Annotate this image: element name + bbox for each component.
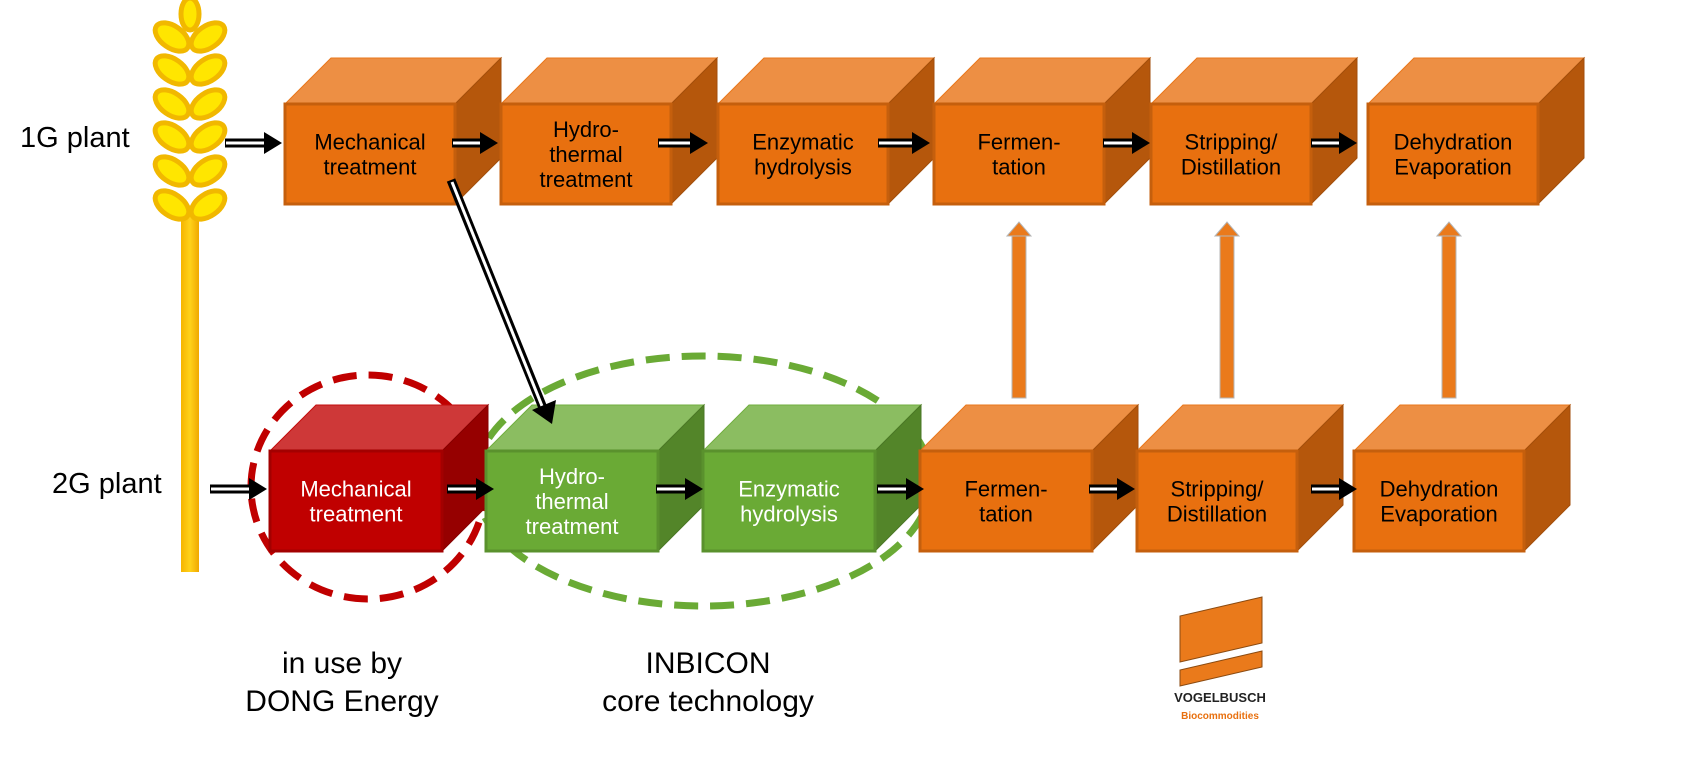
box-front-face	[484, 449, 660, 553]
flow-arrow	[210, 478, 267, 500]
wheat-kernel	[152, 53, 192, 87]
flow-arrow	[1089, 478, 1135, 500]
row-label-2g: 2G plant	[52, 468, 162, 500]
first-gen-step-3-label-line: hydrolysis	[754, 155, 852, 180]
flow-arrow	[877, 478, 924, 500]
second-gen-step-2-label-line: treatment	[526, 514, 619, 539]
second-gen-step-2-label-line: thermal	[535, 489, 608, 514]
second-gen-step-5-label-line: Distillation	[1167, 502, 1267, 527]
dong-note-line1: in use by	[282, 647, 402, 680]
box-front-face	[918, 449, 1094, 553]
row-label-1g: 1G plant	[20, 122, 130, 154]
first-gen-step-1-label-line: Mechanical	[314, 130, 425, 155]
first-gen-step-5: Stripping/Distillation	[1149, 56, 1359, 206]
wheat-kernel	[188, 20, 228, 54]
dong-note-line2: DONG Energy	[245, 685, 438, 718]
box-front-face	[499, 102, 673, 206]
box-front-face	[932, 102, 1106, 206]
first-gen-step-4: Fermen-tation	[932, 56, 1152, 206]
second-gen-process-row: MechanicaltreatmentHydro-thermaltreatmen…	[268, 403, 1572, 553]
box-front-face	[268, 449, 444, 553]
wheat-kernel	[152, 188, 192, 222]
box-front-face	[1135, 449, 1299, 553]
second-gen-step-3-label-line: Enzymatic	[738, 477, 839, 502]
inbicon-note-line2: core technology	[602, 685, 814, 718]
second-gen-step-2-label-line: Hydro-	[539, 464, 605, 489]
flow-arrow	[452, 132, 498, 154]
first-gen-step-5-label-line: Distillation	[1181, 155, 1281, 180]
wheat-kernel	[152, 154, 192, 188]
upward-flow-arrow	[1005, 221, 1033, 399]
first-gen-step-5-label-line: Stripping/	[1185, 130, 1279, 155]
wheat-kernel	[188, 188, 228, 222]
wheat-kernel	[152, 20, 192, 54]
flow-arrows	[210, 132, 1463, 500]
first-gen-step-2-label-line: treatment	[540, 167, 633, 192]
diagonal-flow-arrow	[446, 178, 556, 424]
second-gen-step-5: Stripping/Distillation	[1135, 403, 1345, 553]
flow-arrow	[878, 132, 930, 154]
wheat-kernel	[188, 120, 228, 154]
box-front-face	[1352, 449, 1526, 553]
box-front-face	[283, 102, 457, 206]
logo-tagline: Biocommodities	[1181, 711, 1259, 722]
second-gen-step-4-label-line: tation	[979, 502, 1033, 527]
wheat-kernel	[188, 53, 228, 87]
second-gen-step-1-label-line: Mechanical	[300, 477, 411, 502]
first-gen-step-3-label-line: Enzymatic	[752, 130, 853, 155]
wheat-kernel	[152, 120, 192, 154]
flow-arrow	[225, 132, 282, 154]
box-front-face	[1366, 102, 1540, 206]
wheat-kernel	[152, 87, 192, 121]
flow-arrow	[1103, 132, 1150, 154]
wheat-kernel	[188, 87, 228, 121]
box-front-face	[701, 449, 877, 553]
first-gen-step-6-label-line: Evaporation	[1394, 155, 1511, 180]
second-gen-step-6-label-line: Evaporation	[1380, 502, 1497, 527]
first-gen-step-4-label-line: tation	[992, 155, 1046, 180]
logo-name: VOGELBUSCH	[1174, 690, 1266, 705]
second-gen-step-5-label-line: Stripping/	[1171, 477, 1265, 502]
second-gen-step-6-label-line: Dehydration	[1380, 477, 1499, 502]
inbicon-note-line1: INBICON	[645, 647, 770, 680]
first-gen-step-4-label-line: Fermen-	[977, 130, 1060, 155]
first-gen-step-6-label-line: Dehydration	[1394, 130, 1513, 155]
wheat-kernel	[178, 0, 202, 33]
second-gen-step-1-label-line: treatment	[310, 502, 403, 527]
flow-arrow	[1311, 478, 1357, 500]
flow-arrow	[656, 478, 703, 500]
wheat-kernel	[188, 154, 228, 188]
vogelbusch-logo: VOGELBUSCH Biocommodities	[1174, 596, 1266, 722]
box-front-face	[1149, 102, 1313, 206]
box-front-face	[716, 102, 890, 206]
first-gen-step-1-label-line: treatment	[324, 155, 417, 180]
upward-flow-arrow	[1435, 221, 1463, 399]
first-gen-step-2-label-line: Hydro-	[553, 117, 619, 142]
second-gen-step-4: Fermen-tation	[918, 403, 1140, 553]
flow-arrow	[1311, 132, 1357, 154]
second-gen-step-3-label-line: hydrolysis	[740, 502, 838, 527]
flow-arrow	[447, 478, 494, 500]
wheat-icon	[152, 0, 228, 572]
first-gen-step-2-label-line: thermal	[549, 142, 622, 167]
first-gen-process-row: MechanicaltreatmentHydro-thermaltreatmen…	[283, 56, 1586, 206]
flow-arrow	[658, 132, 708, 154]
upward-flow-arrow	[1213, 221, 1241, 399]
second-gen-step-4-label-line: Fermen-	[964, 477, 1047, 502]
